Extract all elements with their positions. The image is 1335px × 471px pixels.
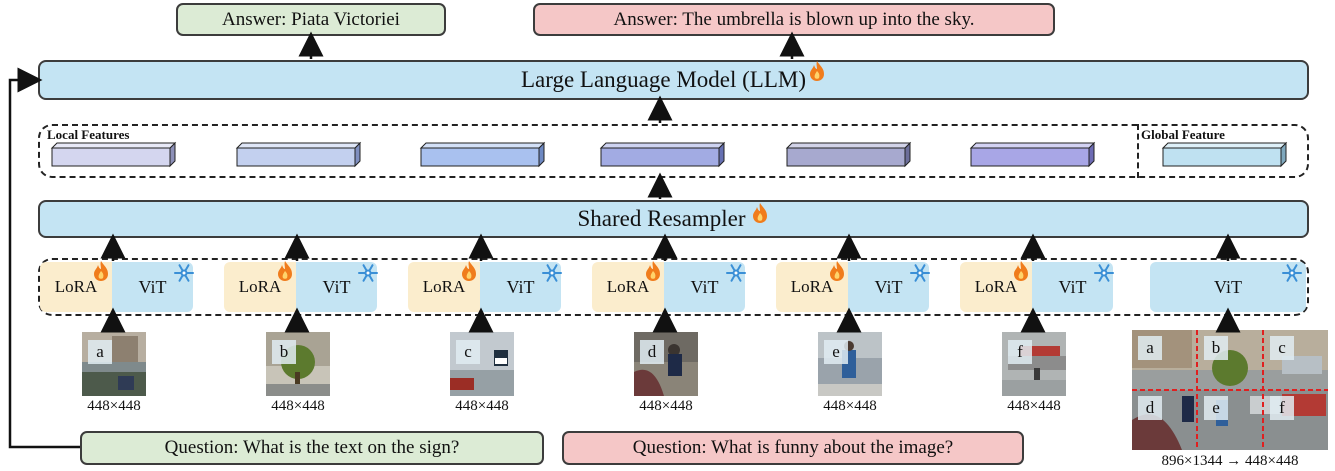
snowflake-icon (1282, 264, 1302, 282)
global-letter: d (1138, 396, 1162, 420)
lora-module: LoRA (960, 262, 1032, 312)
lora-label: LoRA (422, 277, 466, 296)
snowflake-icon (1094, 264, 1114, 282)
slice-image-d: d (634, 332, 698, 396)
question-text-right: Question: What is funny about the image? (632, 437, 954, 458)
encoder-tile-d: LoRA ViT (592, 262, 745, 312)
answer-box-left: Answer: Piata Victoriei (176, 3, 446, 36)
question-box-left: Question: What is the text on the sign? (80, 431, 544, 465)
lora-label: LoRA (238, 277, 282, 296)
vit-label: ViT (138, 276, 167, 297)
slice-resolution: 448×448 (823, 398, 877, 414)
feature-token-5 (785, 141, 912, 168)
shared-resampler-bar: Shared Resampler (38, 200, 1309, 238)
feature-token-6 (969, 141, 1096, 168)
llm-label: Large Language Model (LLM) (520, 67, 807, 92)
slice-image-a: a (82, 332, 146, 396)
vit-module: ViT (1032, 262, 1113, 312)
global-resolution: 896×1344 → 448×448 (1161, 453, 1299, 469)
vit-module: ViT (296, 262, 377, 312)
vit-module: ViT (112, 262, 193, 312)
feature-token-2 (235, 141, 362, 168)
feature-token-3 (419, 141, 546, 168)
slice-resolution: 448×448 (87, 398, 141, 414)
lora-label: LoRA (606, 277, 650, 296)
flame-icon (94, 261, 108, 281)
slice-resolution: 448×448 (639, 398, 693, 414)
vit-module: ViT (664, 262, 745, 312)
flame-icon (830, 261, 844, 281)
feature-token-1 (50, 141, 177, 168)
flame-icon (278, 261, 292, 281)
llm-bar: Large Language Model (LLM) (38, 60, 1309, 100)
slice-letter: d (640, 340, 664, 364)
flame-icon (646, 261, 660, 281)
features-container (38, 124, 1309, 178)
snowflake-icon (542, 264, 562, 282)
answer-text-right: Answer: The umbrella is blown up into th… (613, 8, 975, 30)
vit-module: ViT (848, 262, 929, 312)
slice-resolution: 448×448 (271, 398, 325, 414)
slice-resolution: 448×448 (455, 398, 509, 414)
slice-letter: c (456, 340, 480, 364)
flame-icon (751, 202, 769, 230)
flame-icon (808, 60, 826, 88)
features-divider (1137, 124, 1139, 178)
encoder-tile-f: LoRA ViT (960, 262, 1113, 312)
global-letter: c (1270, 336, 1294, 360)
vit-module: ViT (480, 262, 561, 312)
feature-token-4 (599, 141, 726, 168)
slice-resolution: 448×448 (1007, 398, 1061, 414)
lora-label: LoRA (974, 277, 1018, 296)
encoder-tile-global: ViT (1150, 262, 1306, 312)
global-letter: a (1138, 336, 1162, 360)
slice-letter: b (272, 340, 296, 364)
local-features-label: Local Features (47, 127, 130, 142)
slice-letter: e (824, 340, 848, 364)
vit-label: ViT (1214, 276, 1242, 297)
global-image: a b c d e f (1132, 330, 1328, 450)
slice-image-c: c (450, 332, 514, 396)
answer-text-left: Answer: Piata Victoriei (222, 8, 400, 30)
snowflake-icon (910, 264, 930, 282)
slice-image-b: b (266, 332, 330, 396)
vit-label: ViT (874, 276, 903, 297)
question-box-right: Question: What is funny about the image? (562, 431, 1024, 465)
global-feature-token (1161, 141, 1288, 168)
lora-label: LoRA (790, 277, 834, 296)
global-letter: f (1270, 396, 1294, 420)
vit-module: ViT (1150, 262, 1306, 312)
snowflake-icon (726, 264, 746, 282)
global-letter: b (1204, 336, 1228, 360)
slice-image-f: f (1002, 332, 1066, 396)
global-feature-label: Global Feature (1141, 127, 1225, 142)
vit-label: ViT (506, 276, 535, 297)
flame-icon (1014, 261, 1028, 281)
slice-letter: a (88, 340, 112, 364)
snowflake-icon (358, 264, 378, 282)
slice-letter: f (1008, 340, 1032, 364)
arrow-question-to-llm (8, 67, 80, 449)
global-letter: e (1204, 396, 1228, 420)
lora-label: LoRA (54, 277, 98, 296)
snowflake-icon (174, 264, 194, 282)
slice-image-e: e (818, 332, 882, 396)
encoder-tile-e: LoRA ViT (776, 262, 929, 312)
flame-icon (462, 261, 476, 281)
vit-label: ViT (1058, 276, 1087, 297)
resampler-label: Shared Resampler (577, 206, 746, 231)
vit-label: ViT (322, 276, 351, 297)
question-text-left: Question: What is the text on the sign? (164, 437, 460, 458)
vit-label: ViT (690, 276, 719, 297)
